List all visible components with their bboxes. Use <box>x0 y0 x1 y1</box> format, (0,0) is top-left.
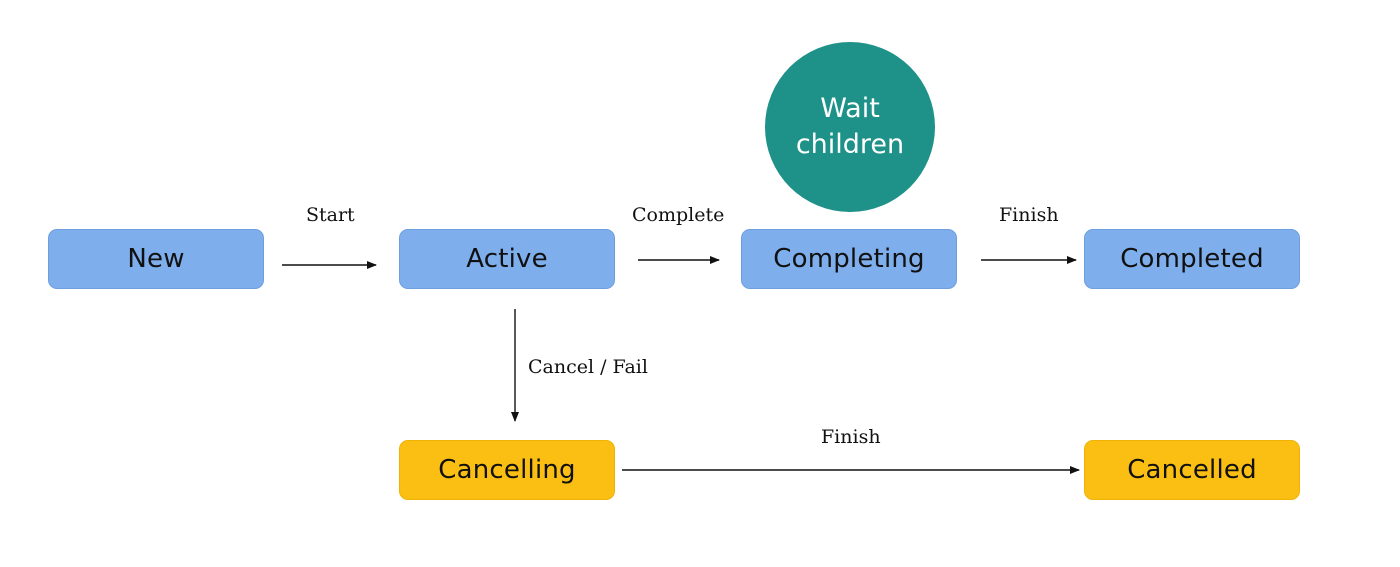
transition-label-finish-cancelled: Finish <box>821 426 881 448</box>
state-cancelled: Cancelled <box>1084 440 1300 500</box>
wait-children-node: Wait children <box>765 42 935 212</box>
transition-label-start: Start <box>306 204 355 226</box>
state-active-label: Active <box>466 244 548 274</box>
state-completing: Completing <box>741 229 957 289</box>
state-new-label: New <box>127 244 185 274</box>
transition-label-complete: Complete <box>632 204 725 226</box>
transition-label-cancel-fail: Cancel / Fail <box>528 356 648 378</box>
state-cancelled-label: Cancelled <box>1127 455 1257 485</box>
wait-children-label: Wait children <box>795 93 905 160</box>
state-completed: Completed <box>1084 229 1300 289</box>
state-completed-label: Completed <box>1120 244 1264 274</box>
state-cancelling: Cancelling <box>399 440 615 500</box>
state-cancelling-label: Cancelling <box>438 455 576 485</box>
state-active: Active <box>399 229 615 289</box>
transition-label-finish-completed: Finish <box>999 204 1059 226</box>
state-completing-label: Completing <box>773 244 925 274</box>
state-new: New <box>48 229 264 289</box>
